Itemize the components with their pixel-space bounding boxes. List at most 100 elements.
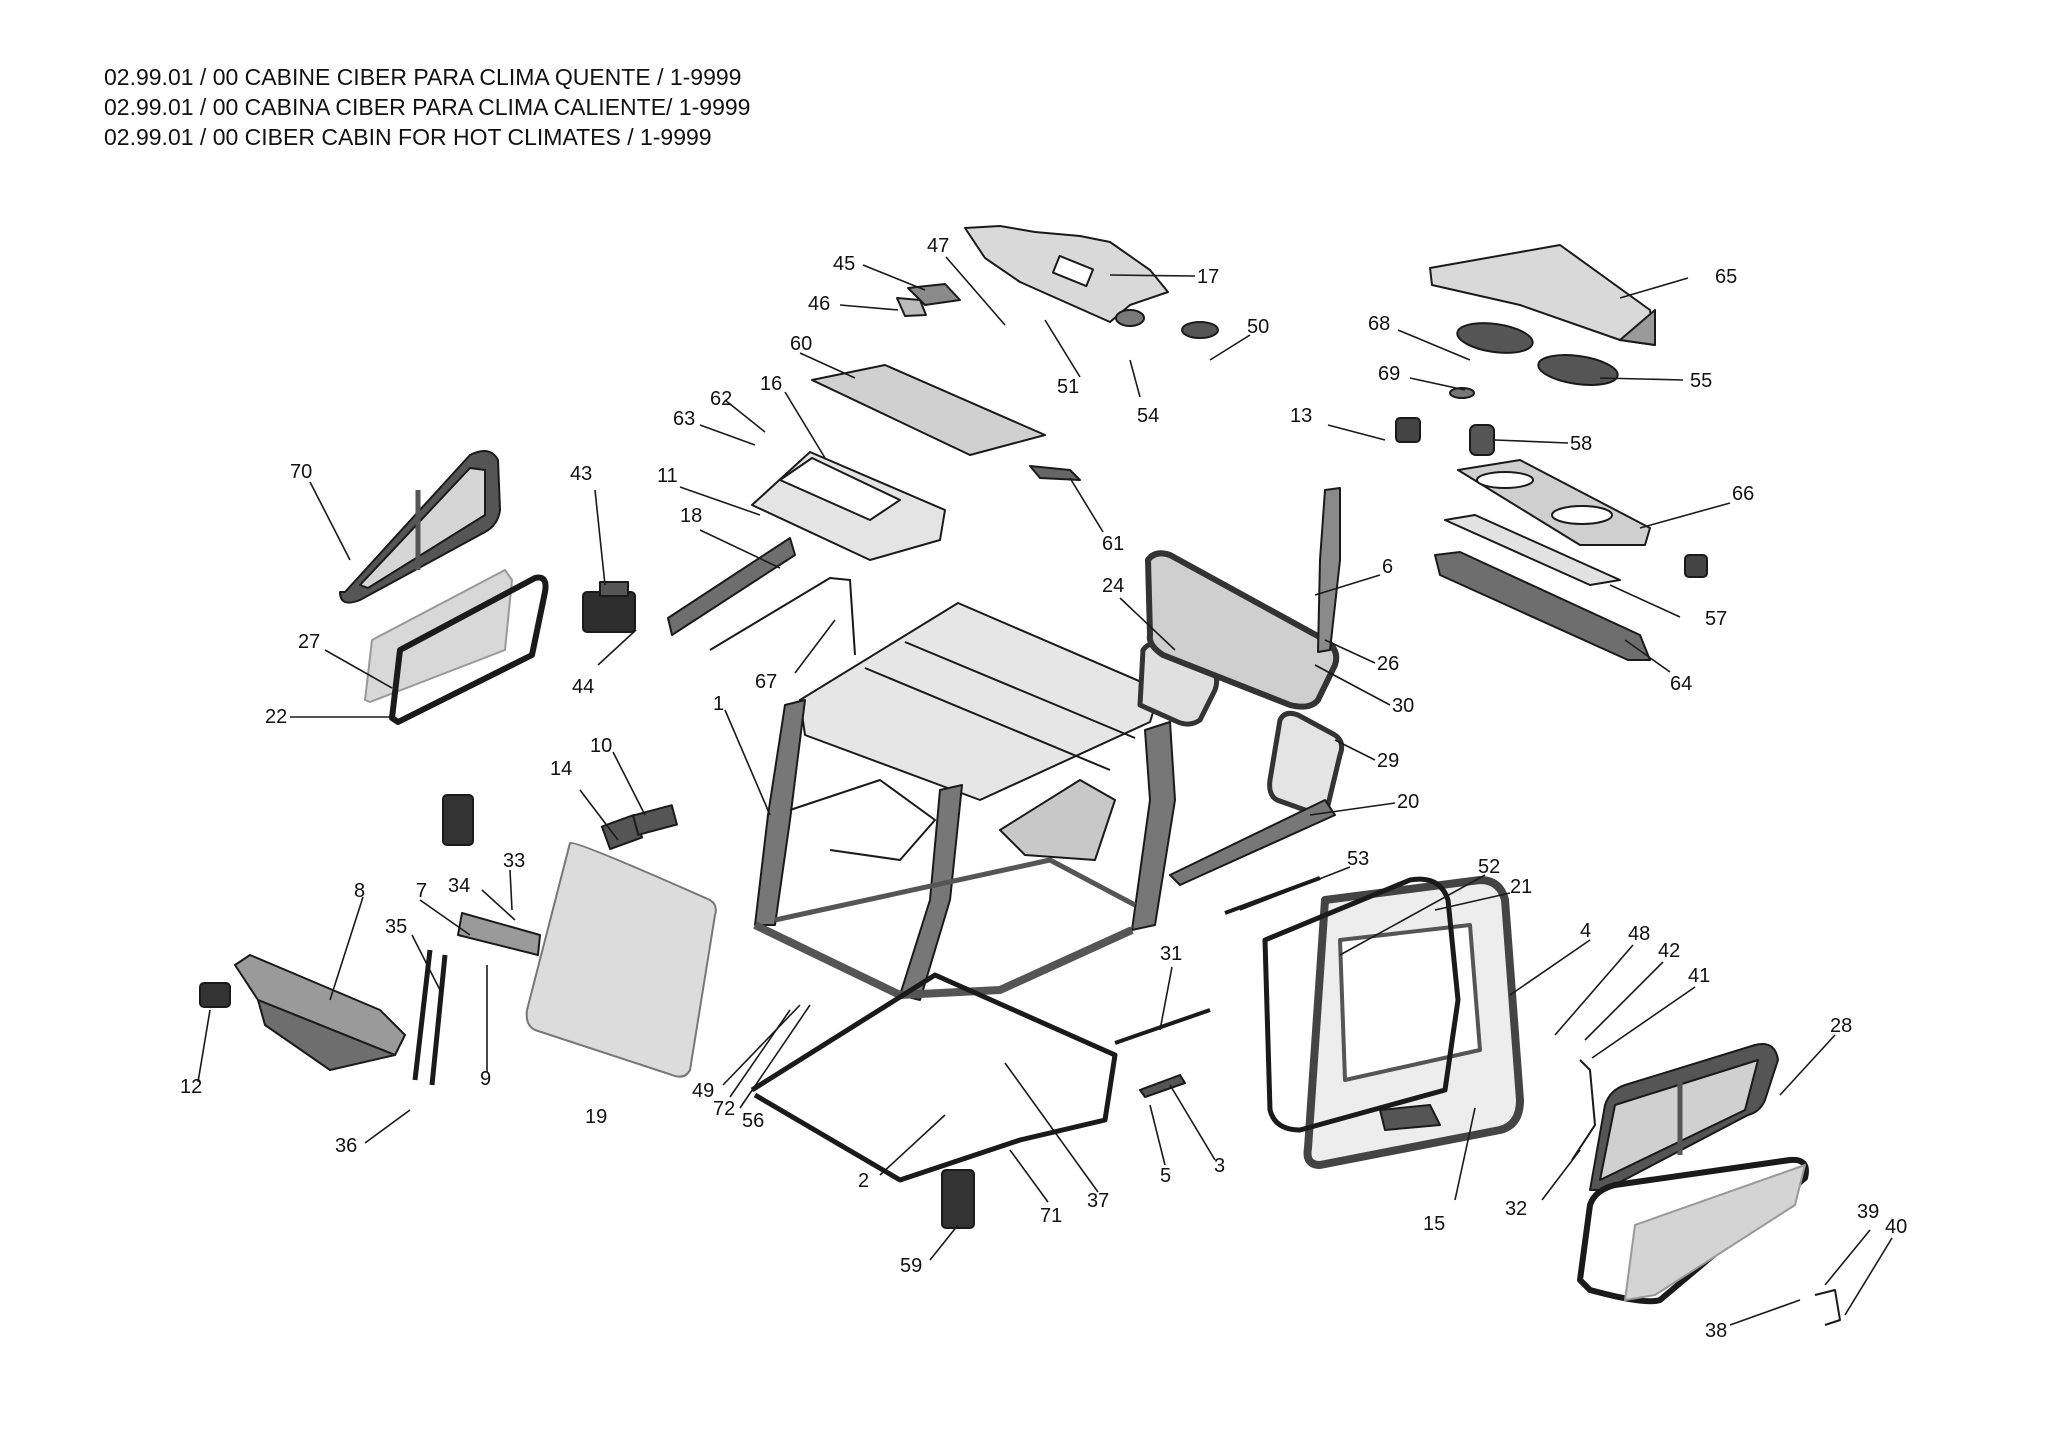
strip-3 (1139, 1074, 1186, 1098)
callout-7: 7 (416, 880, 427, 902)
rod-67 (709, 577, 856, 656)
callout-41: 41 (1688, 965, 1710, 987)
tray (1434, 551, 1651, 661)
callout-labels: 1 2 3 4 5 6 7 8 9 10 11 12 13 14 15 16 1… (180, 235, 1907, 1342)
callout-27: 27 (298, 631, 320, 653)
module (1469, 424, 1495, 456)
trim-18 (667, 537, 796, 636)
callout-49: 49 (692, 1080, 714, 1102)
callout-11: 11 (657, 465, 678, 487)
callout-4: 4 (1580, 920, 1591, 942)
callout-10: 10 (590, 735, 612, 757)
side-window-28 (1589, 1043, 1779, 1191)
door-seal-52 (1262, 876, 1461, 1133)
callout-58: 58 (1570, 433, 1592, 455)
callout-72: 72 (713, 1098, 735, 1120)
callout-8: 8 (354, 880, 365, 902)
callout-6: 6 (1382, 556, 1393, 578)
callout-59: 59 (900, 1255, 922, 1277)
callout-46: 46 (808, 293, 830, 315)
lower-console (234, 954, 406, 1071)
callout-56: 56 (742, 1110, 764, 1132)
door-glass-19 (525, 841, 717, 1078)
callout-13: 13 (1290, 405, 1312, 427)
callout-71: 71 (1040, 1205, 1062, 1227)
fan-plate-hole (1551, 505, 1613, 525)
callout-44: 44 (572, 676, 594, 698)
callout-50: 50 (1247, 316, 1269, 338)
pillar-6 (1317, 487, 1341, 653)
callout-70: 70 (290, 461, 312, 483)
callout-43: 43 (570, 463, 592, 485)
callout-20: 20 (1397, 791, 1419, 813)
cab-frame (753, 602, 1176, 1001)
callout-26: 26 (1377, 653, 1399, 675)
floor-frame-71 (750, 972, 1118, 1183)
headliner (811, 364, 1046, 456)
title-pt: 02.99.01 / 00 CABINE CIBER PARA CLIMA QU… (104, 64, 742, 90)
callout-53: 53 (1347, 848, 1369, 870)
part-50 (1181, 321, 1219, 339)
callout-62: 62 (710, 388, 732, 410)
callout-42: 42 (1658, 940, 1680, 962)
callout-55: 55 (1690, 370, 1712, 392)
callout-39: 39 (1857, 1201, 1879, 1223)
strip-61 (1029, 465, 1081, 481)
callout-51: 51 (1057, 376, 1079, 398)
callout-67: 67 (755, 671, 777, 693)
callout-38: 38 (1705, 1320, 1727, 1342)
electrical-box (582, 581, 636, 633)
title-es: 02.99.01 / 00 CABINA CIBER PARA CLIMA CA… (104, 94, 751, 120)
strut-35 (412, 949, 433, 1081)
roof-cover-side (1619, 309, 1656, 346)
door-lock (442, 794, 474, 846)
lamp-12 (199, 982, 231, 1008)
window-26 (1145, 550, 1340, 710)
callout-3: 3 (1214, 1155, 1225, 1177)
callout-22: 22 (265, 706, 287, 728)
callout-45: 45 (833, 253, 855, 275)
callout-29: 29 (1377, 750, 1399, 772)
link-32 (1571, 1059, 1596, 1161)
rod-31 (1114, 1008, 1211, 1045)
window-29 (1267, 710, 1345, 815)
lamp-right (1684, 554, 1708, 578)
callout-32: 32 (1505, 1198, 1527, 1220)
callout-5: 5 (1160, 1165, 1171, 1187)
roof-rear-panel (964, 225, 1169, 327)
rod-53 (1224, 876, 1321, 915)
callout-68: 68 (1368, 313, 1390, 335)
callout-19: 19 (585, 1106, 607, 1128)
filter (1444, 514, 1621, 586)
fan-plate-hole (1476, 471, 1534, 489)
callout-16: 16 (760, 373, 782, 395)
callout-9: 9 (480, 1068, 491, 1090)
callout-54: 54 (1137, 405, 1159, 427)
callout-37: 37 (1087, 1190, 1109, 1212)
callout-36: 36 (335, 1135, 357, 1157)
fans (1456, 322, 1619, 386)
callout-57: 57 (1705, 608, 1727, 630)
callout-63: 63 (673, 408, 695, 430)
callout-60: 60 (790, 333, 812, 355)
handle-10 (632, 804, 678, 836)
callout-24: 24 (1102, 575, 1124, 597)
callout-28: 28 (1830, 1015, 1852, 1037)
callout-65: 65 (1715, 266, 1737, 288)
roof-console (751, 451, 946, 561)
callout-1: 1 (713, 693, 724, 715)
side-window-70 (339, 450, 501, 604)
lock-59 (941, 1169, 975, 1229)
door-frame (1303, 876, 1524, 1169)
glass-27 (364, 569, 513, 703)
callout-52: 52 (1478, 856, 1500, 878)
lamp (1395, 417, 1421, 443)
callout-47: 47 (927, 235, 949, 257)
callout-34: 34 (448, 875, 470, 897)
callout-14: 14 (550, 758, 572, 780)
callout-2: 2 (858, 1170, 869, 1192)
callout-21: 21 (1510, 876, 1532, 898)
callout-18: 18 (680, 505, 702, 527)
callout-33: 33 (503, 850, 525, 872)
